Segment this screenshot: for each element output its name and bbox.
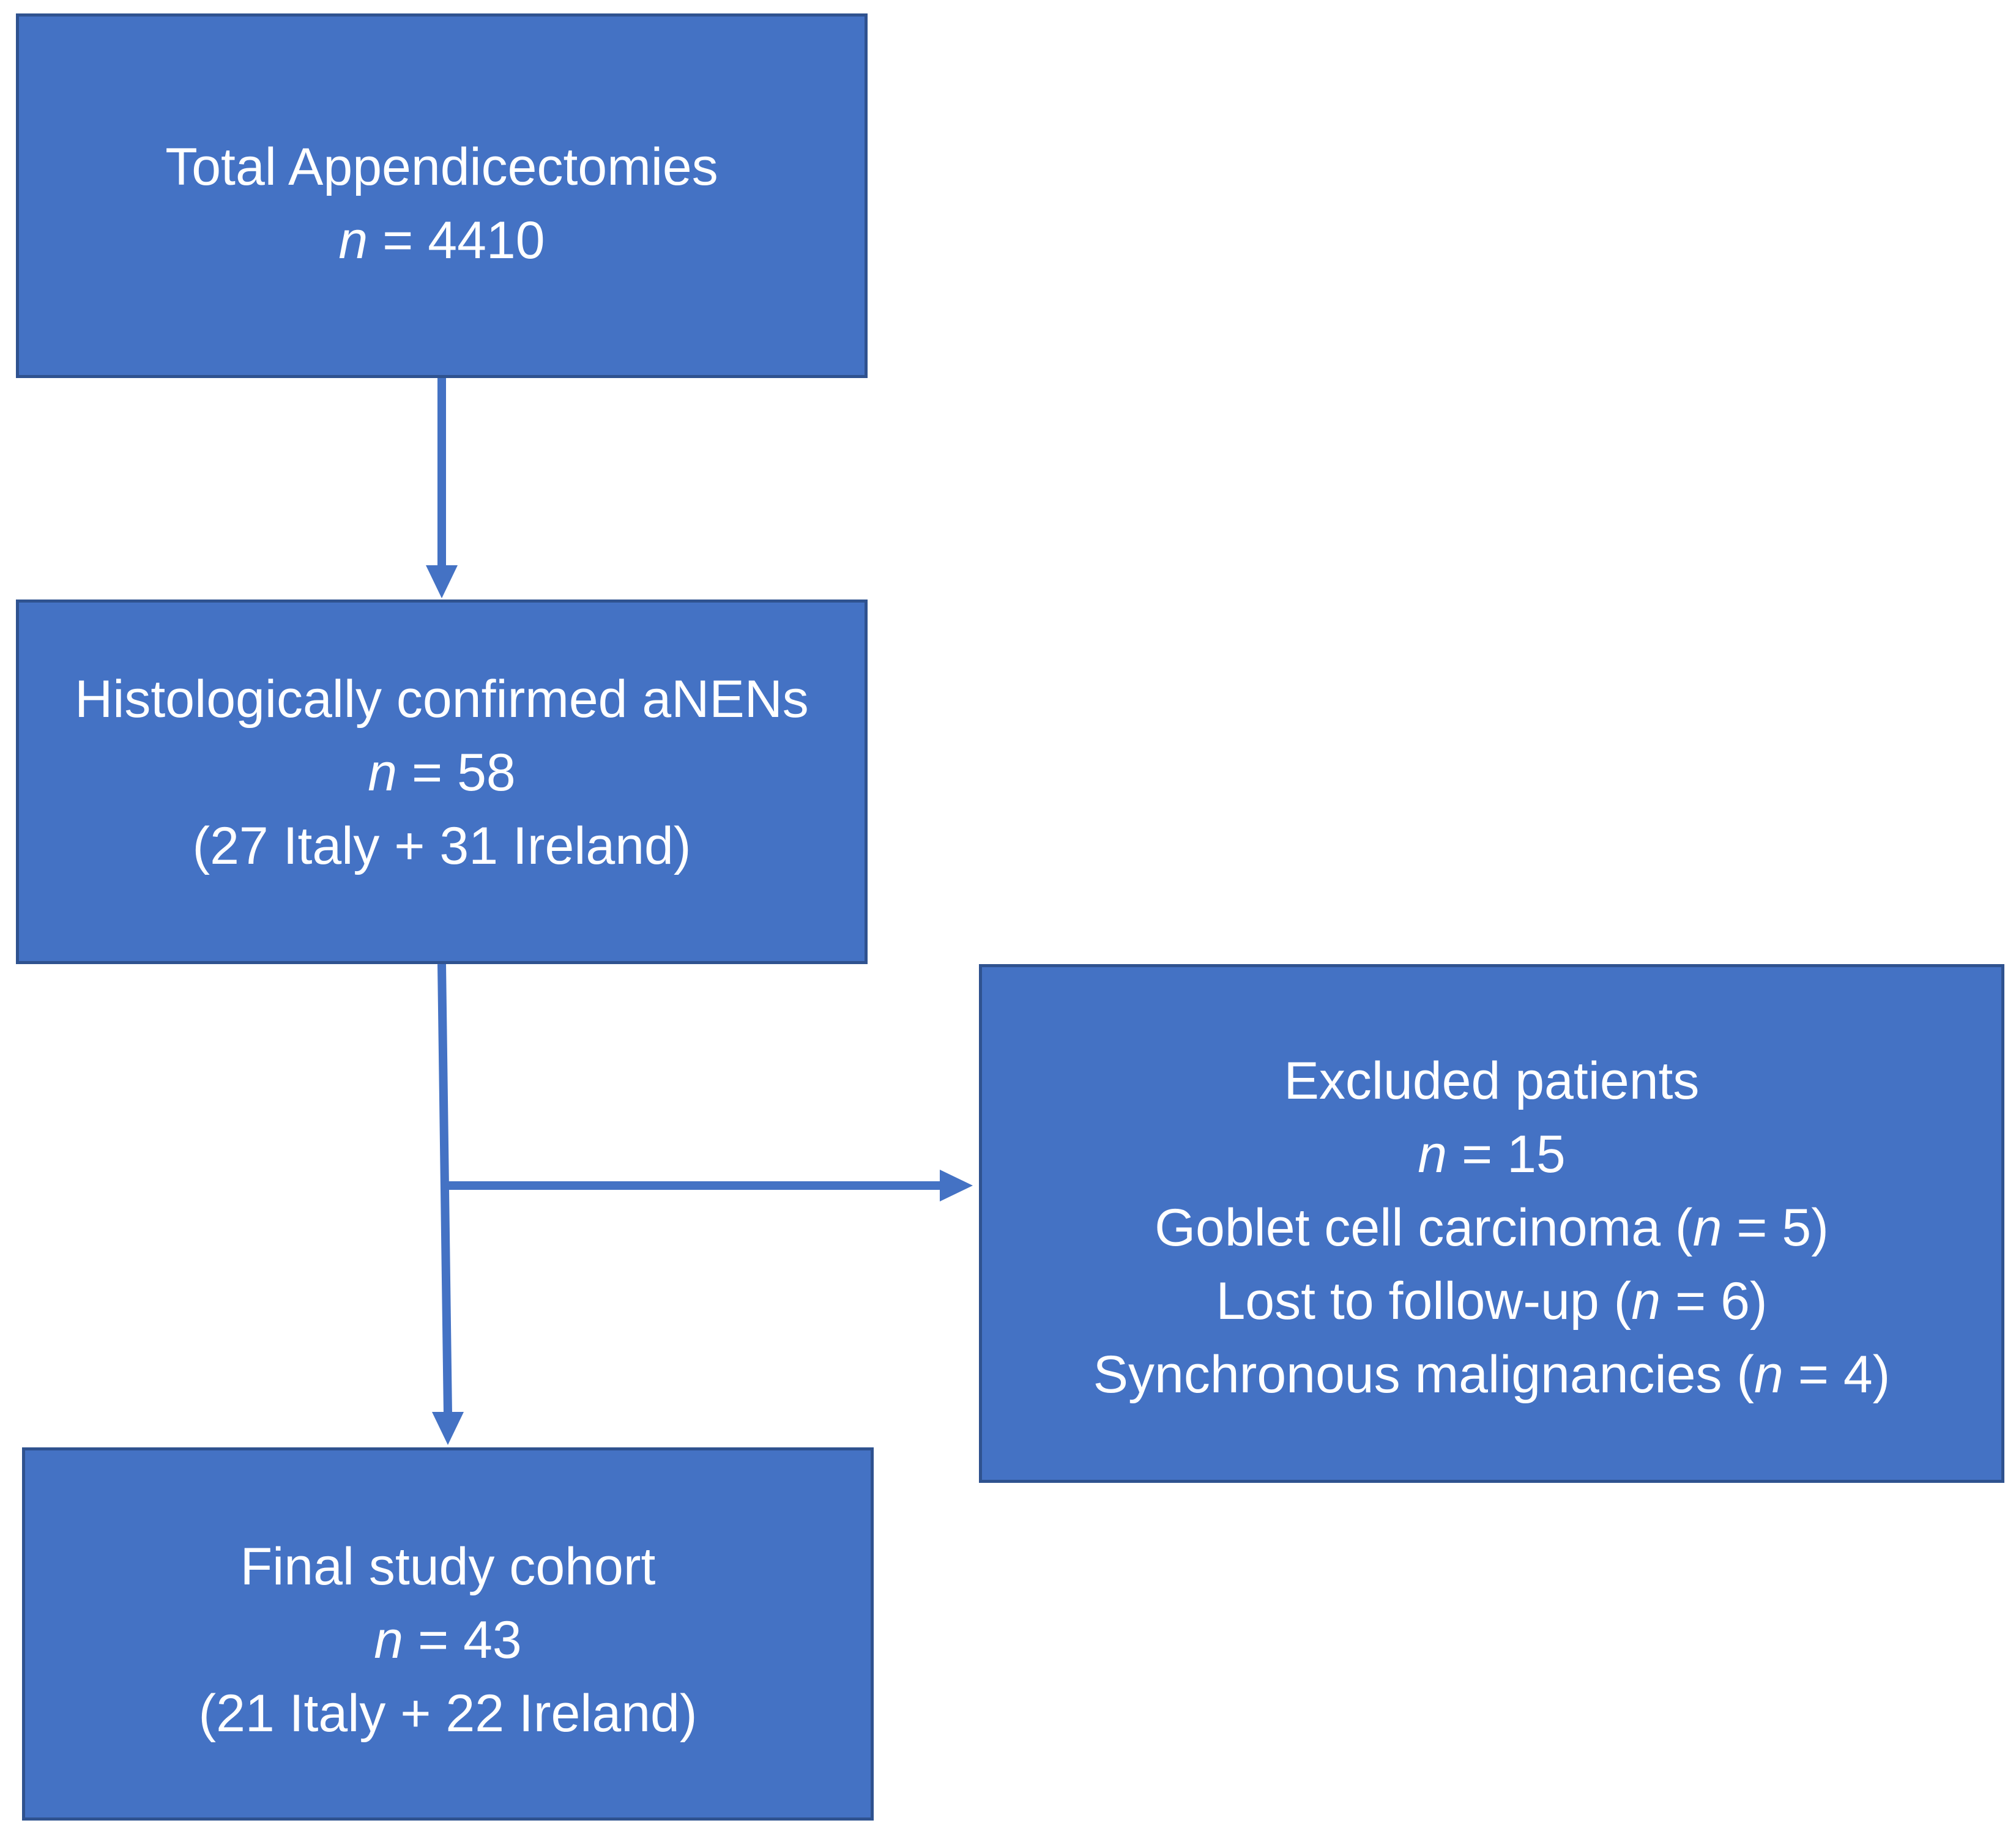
n-symbol: n [1692,1198,1722,1257]
n-symbol: n [1631,1272,1661,1331]
histologic-count: n = 58 [19,736,865,809]
reason-n-value: = 4) [1783,1345,1891,1404]
total-appendicectomies-box: Total Appendicectomies n = 4410 [16,13,868,378]
excluded-patients-box: Excluded patients n = 15 Goblet cell car… [979,964,2004,1483]
reason-label: Lost to follow-up ( [1216,1272,1632,1331]
excluded-title: Excluded patients [1284,1052,1700,1110]
histologic-breakdown: (27 Italy + 31 Ireland) [192,817,691,875]
arrow-histologic-to-final [432,963,464,1445]
total-count: n = 4410 [19,204,865,277]
exclusion-reason-goblet: Goblet cell carcinoma (n = 5) [982,1191,2001,1264]
final-cohort-box: Final study cohort n = 43 (21 Italy + 22… [22,1447,874,1821]
total-n-value: = 4410 [368,211,545,270]
histologic-confirmed-box: Histologically confirmed aNENs n = 58 (2… [16,600,868,964]
n-symbol: n [1754,1345,1784,1404]
final-title: Final study cohort [240,1537,656,1596]
exclusion-reason-synchronous: Synchronous malignancies (n = 4) [982,1338,2001,1411]
n-symbol: n [338,211,368,270]
final-count: n = 43 [25,1603,871,1677]
histologic-n-value: = 58 [397,743,516,802]
n-symbol: n [374,1611,404,1669]
n-symbol: n [368,743,398,802]
n-symbol: n [1418,1125,1448,1184]
histologic-title: Histologically confirmed aNENs [75,670,809,729]
exclusion-reason-lost: Lost to follow-up (n = 6) [982,1264,2001,1338]
reason-label: Synchronous malignancies ( [1093,1345,1754,1404]
final-breakdown: (21 Italy + 22 Ireland) [198,1684,697,1743]
total-title: Total Appendicectomies [165,138,718,196]
reason-n-value: = 5) [1722,1198,1829,1257]
final-n-value: = 43 [403,1611,522,1669]
arrow-total-to-histologic [426,378,458,598]
reason-label: Goblet cell carcinoma ( [1155,1198,1693,1257]
reason-n-value: = 6) [1661,1272,1768,1331]
excluded-n-value: = 15 [1447,1125,1566,1184]
excluded-count: n = 15 [982,1118,2001,1191]
arrow-branch-to-excluded [445,1170,973,1201]
